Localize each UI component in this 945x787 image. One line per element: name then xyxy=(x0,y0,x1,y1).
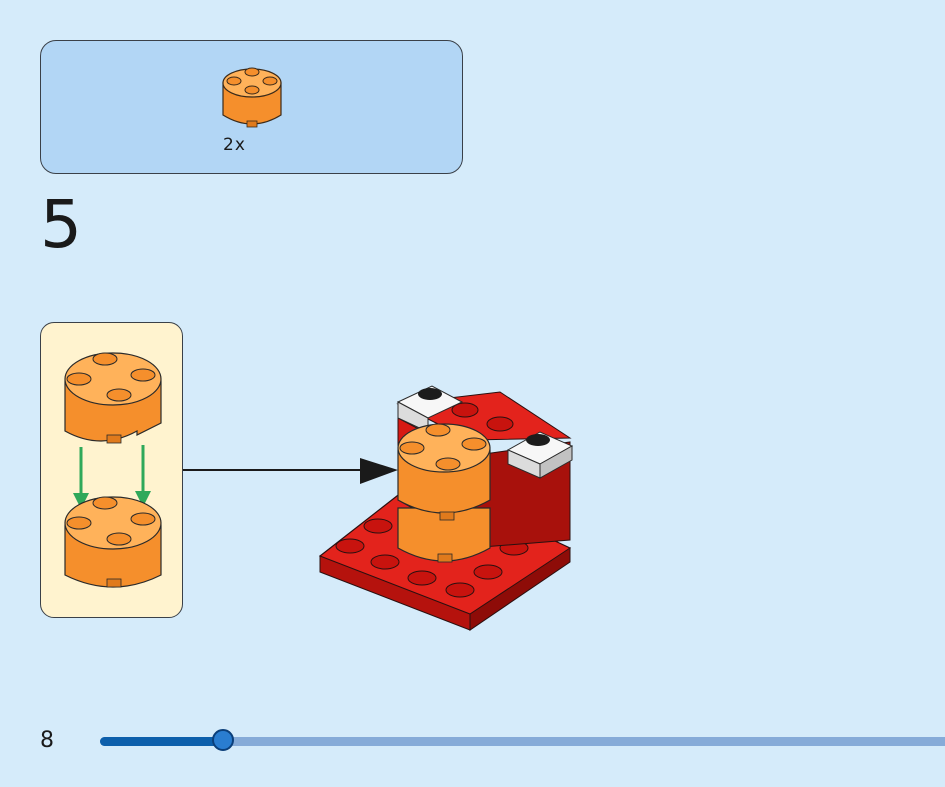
top-round-brick xyxy=(64,352,162,444)
parts-list-box: 2x xyxy=(40,40,463,174)
subassembly-callout xyxy=(40,322,183,618)
progress-knob[interactable] xyxy=(212,729,234,751)
page-number: 8 xyxy=(40,728,54,753)
green-down-arrows xyxy=(73,445,151,509)
progress-fill xyxy=(100,737,223,746)
progress-bar xyxy=(100,729,945,751)
step-number: 5 xyxy=(40,186,82,263)
brick-stack-diagram xyxy=(64,352,162,588)
orange-brick-stack xyxy=(397,423,491,563)
bottom-round-brick xyxy=(64,496,162,588)
white-tiles xyxy=(396,385,574,479)
orange-round-brick-icon xyxy=(222,67,282,128)
callout-pointer-arrow xyxy=(183,458,398,484)
part-quantity: 2x xyxy=(223,135,246,155)
